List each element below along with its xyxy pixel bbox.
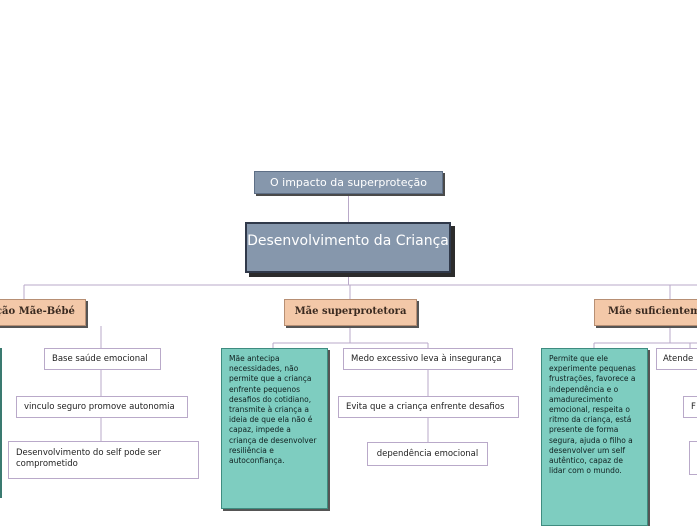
branch-mae-suficientemente-boa[interactable]: Mãe suficientemente boa [594, 299, 697, 326]
item-evita-desafios[interactable]: Evita que a criança enfrente desafios [338, 396, 519, 418]
item-dependencia-emocional[interactable]: dependência emocional [367, 442, 488, 466]
clipped-note-edge [0, 348, 2, 498]
central-topic[interactable]: Desenvolvimento da Criança [245, 222, 451, 273]
item-clipped-empty[interactable] [689, 441, 697, 475]
item-atende[interactable]: Atende [656, 348, 697, 370]
item-desenvolvimento-self[interactable]: Desenvolvimento do self pode ser comprom… [8, 441, 199, 479]
note-mae-superprotetora: Mãe antecipa necessidades, não permite q… [221, 348, 328, 509]
branch-relacao-mae-bebe[interactable]: Relação Mãe-Bébé [0, 299, 86, 326]
item-clipped-f[interactable]: F [683, 396, 697, 418]
item-medo-excessivo[interactable]: Medo excessivo leva à insegurança [343, 348, 513, 370]
note-mae-suficientemente-boa: Permite que ele experimente pequenas fru… [541, 348, 648, 526]
item-vinculo-seguro[interactable]: vinculo seguro promove autonomia [16, 396, 188, 418]
root-topic[interactable]: O impacto da superproteção [254, 171, 443, 194]
branch-mae-superprotetora[interactable]: Mãe superprotetora [284, 299, 417, 326]
item-base-saude-emocional[interactable]: Base saúde emocional [44, 348, 161, 370]
